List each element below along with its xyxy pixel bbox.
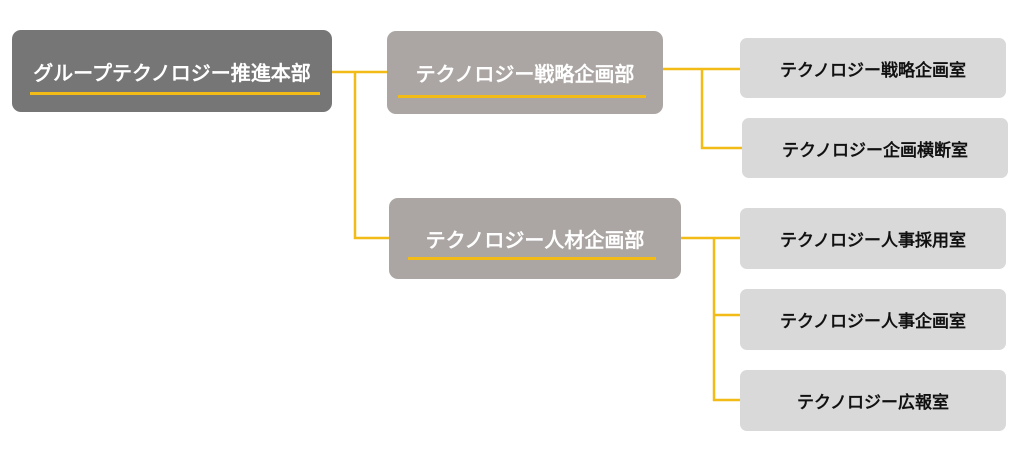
room-public-relations: テクノロジー広報室 xyxy=(740,370,1006,431)
room-hr-planning: テクノロジー人事企画室 xyxy=(740,289,1006,350)
department-strategy-planning: テクノロジー戦略企画部 xyxy=(387,31,663,114)
room-strategy-planning: テクノロジー戦略企画室 xyxy=(740,38,1006,98)
department-accent-underline xyxy=(398,95,646,98)
root-node: グループテクノロジー推進本部 xyxy=(12,30,332,112)
room-label: テクノロジー広報室 xyxy=(797,393,949,413)
root-to-departments-connector xyxy=(332,70,389,240)
room-label: テクノロジー人事採用室 xyxy=(780,231,966,251)
root-label: グループテクノロジー推進本部 xyxy=(33,60,311,85)
room-label: テクノロジー人事企画室 xyxy=(780,312,966,332)
room-label: テクノロジー企画横断室 xyxy=(782,140,968,161)
room-hr-recruitment: テクノロジー人事採用室 xyxy=(740,208,1006,269)
department-label: テクノロジー人材企画部 xyxy=(425,228,645,252)
hr-department-connector xyxy=(681,236,740,402)
room-label: テクノロジー戦略企画室 xyxy=(780,60,966,81)
root-accent-underline xyxy=(30,92,320,95)
department-talent-planning: テクノロジー人材企画部 xyxy=(389,198,681,279)
room-cross-functional-planning: テクノロジー企画横断室 xyxy=(742,118,1008,178)
strategy-department-connector xyxy=(663,67,742,150)
department-accent-underline xyxy=(408,257,656,260)
department-label: テクノロジー戦略企画部 xyxy=(415,62,635,86)
